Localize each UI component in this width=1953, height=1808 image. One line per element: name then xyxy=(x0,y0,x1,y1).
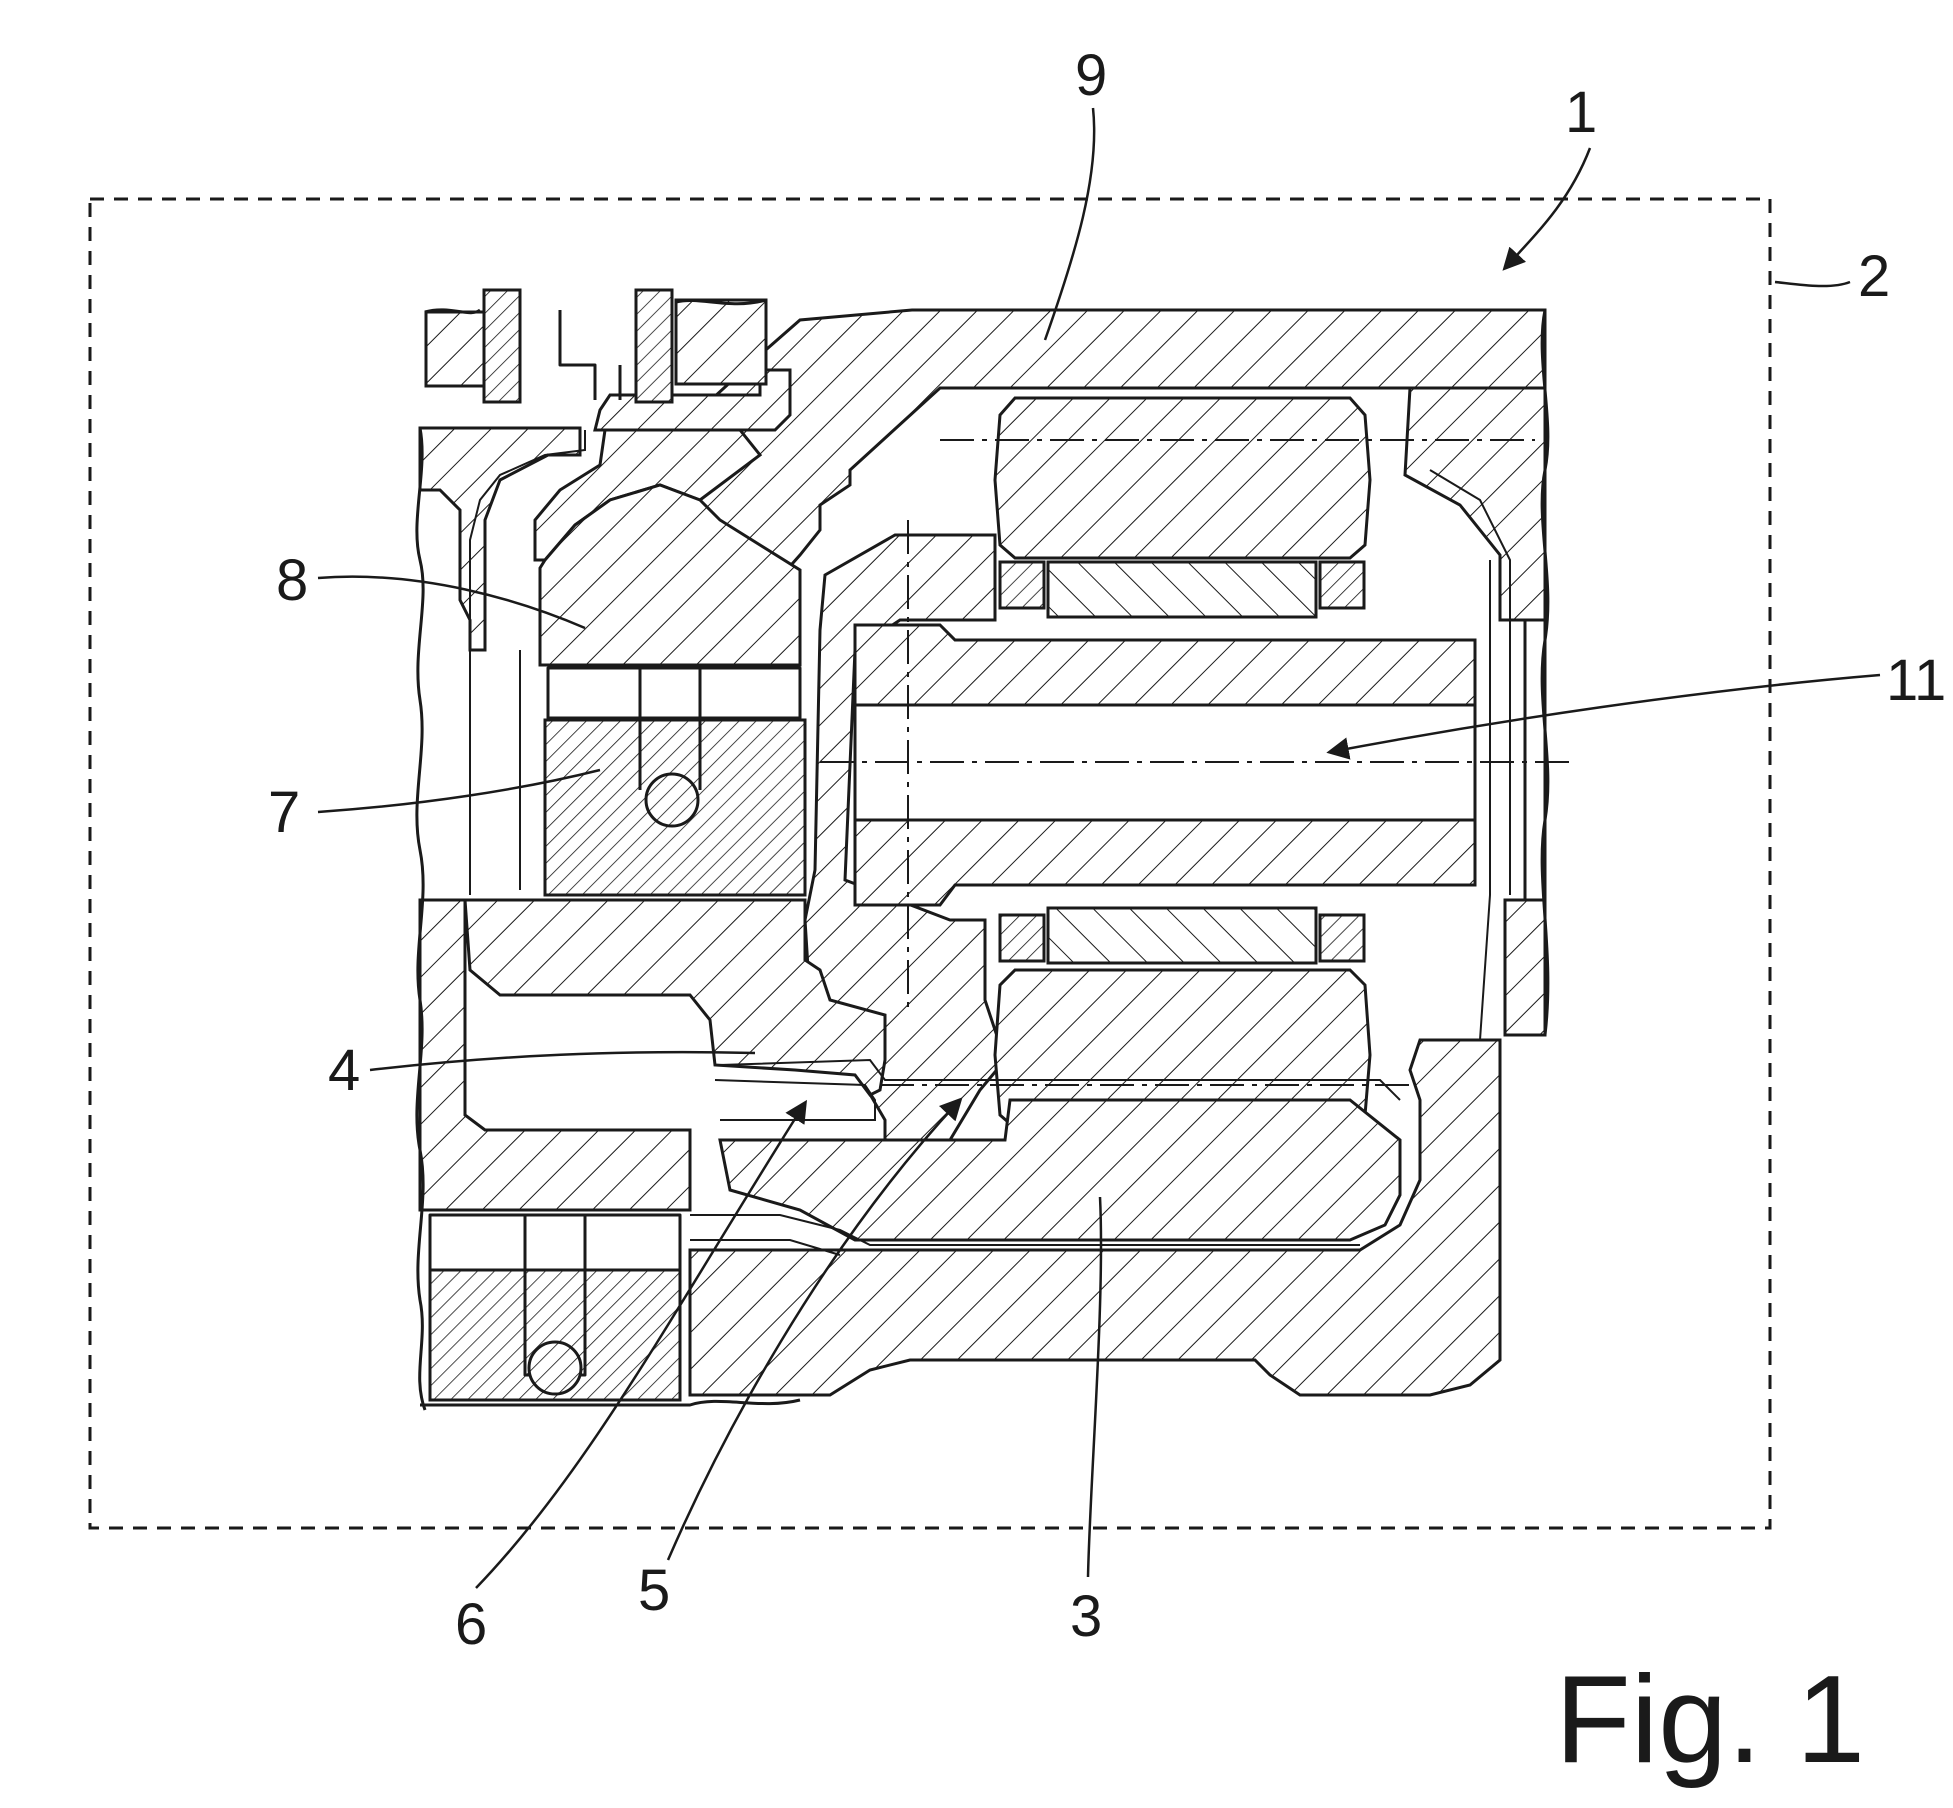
plate-channel xyxy=(546,666,802,720)
leader-5 xyxy=(666,1097,963,1561)
upper-needle-left xyxy=(998,560,1046,610)
upper-needle-right xyxy=(1318,560,1366,610)
break-line-left xyxy=(415,427,427,1411)
bottom-pin-cross-section xyxy=(527,1340,583,1396)
carrier-3 xyxy=(718,1098,1402,1242)
leader-3 xyxy=(1086,1196,1103,1578)
label-5: 5 xyxy=(638,1558,670,1623)
break-line-top xyxy=(424,298,767,315)
label-3: 3 xyxy=(1070,1584,1102,1649)
leader-6 xyxy=(475,1099,808,1589)
plate-8 xyxy=(538,483,802,667)
label-1: 1 xyxy=(1565,80,1597,145)
upper-left-housing xyxy=(418,426,582,652)
right-housing-lower xyxy=(1503,898,1547,1037)
passage-5 xyxy=(719,1058,1401,1101)
lower-housing xyxy=(688,1038,1502,1397)
passage-outer xyxy=(469,430,586,895)
pin-cross-section xyxy=(644,772,700,828)
shaft-upper xyxy=(853,623,1477,707)
pin-slot xyxy=(638,665,702,790)
upper-gear-ring xyxy=(993,396,1372,560)
leader-9 xyxy=(1043,107,1096,341)
label-11: 11 xyxy=(1886,648,1946,713)
housing-upper-part xyxy=(653,308,1547,603)
part-4 xyxy=(463,898,887,1097)
label-8: 8 xyxy=(276,548,308,613)
label-6: 6 xyxy=(455,1592,487,1657)
bottom-flange xyxy=(428,1213,682,1272)
leader-8 xyxy=(317,575,586,630)
upper-inner-race xyxy=(1046,560,1318,619)
label-9: 9 xyxy=(1075,43,1107,108)
leader-1 xyxy=(1502,147,1592,271)
leader-7 xyxy=(317,768,601,814)
leader-11 xyxy=(1326,673,1881,760)
top-bushing xyxy=(558,310,622,400)
passage-6 xyxy=(714,1079,876,1121)
top-bolt-right xyxy=(634,288,674,404)
bearing-housing-right xyxy=(1403,386,1547,622)
figure-title: Fig. 1 xyxy=(1555,1651,1865,1789)
leader-4 xyxy=(369,1050,756,1072)
lower-needle-right xyxy=(1318,913,1366,963)
break-line-right xyxy=(1540,309,1550,1036)
shaft-bore xyxy=(853,703,1477,822)
shaft-lower xyxy=(853,818,1477,907)
assembly-boundary xyxy=(88,197,1772,1530)
lower-inner-race xyxy=(1046,906,1318,965)
top-block-right xyxy=(674,298,768,386)
lower-needle-left xyxy=(998,913,1046,963)
lower-left-housing xyxy=(418,898,692,1212)
leader-2 xyxy=(1774,280,1851,288)
top-bolt-segment-left xyxy=(424,310,486,388)
break-line-bottom xyxy=(420,1398,801,1407)
label-7: 7 xyxy=(268,780,300,845)
passage-lower-channel xyxy=(690,1214,1360,1256)
right-housing-edge xyxy=(1523,618,1547,902)
passage-right xyxy=(1429,469,1511,1041)
top-bolt-left xyxy=(482,288,522,404)
label-4: 4 xyxy=(328,1038,360,1103)
label-2: 2 xyxy=(1858,244,1890,309)
